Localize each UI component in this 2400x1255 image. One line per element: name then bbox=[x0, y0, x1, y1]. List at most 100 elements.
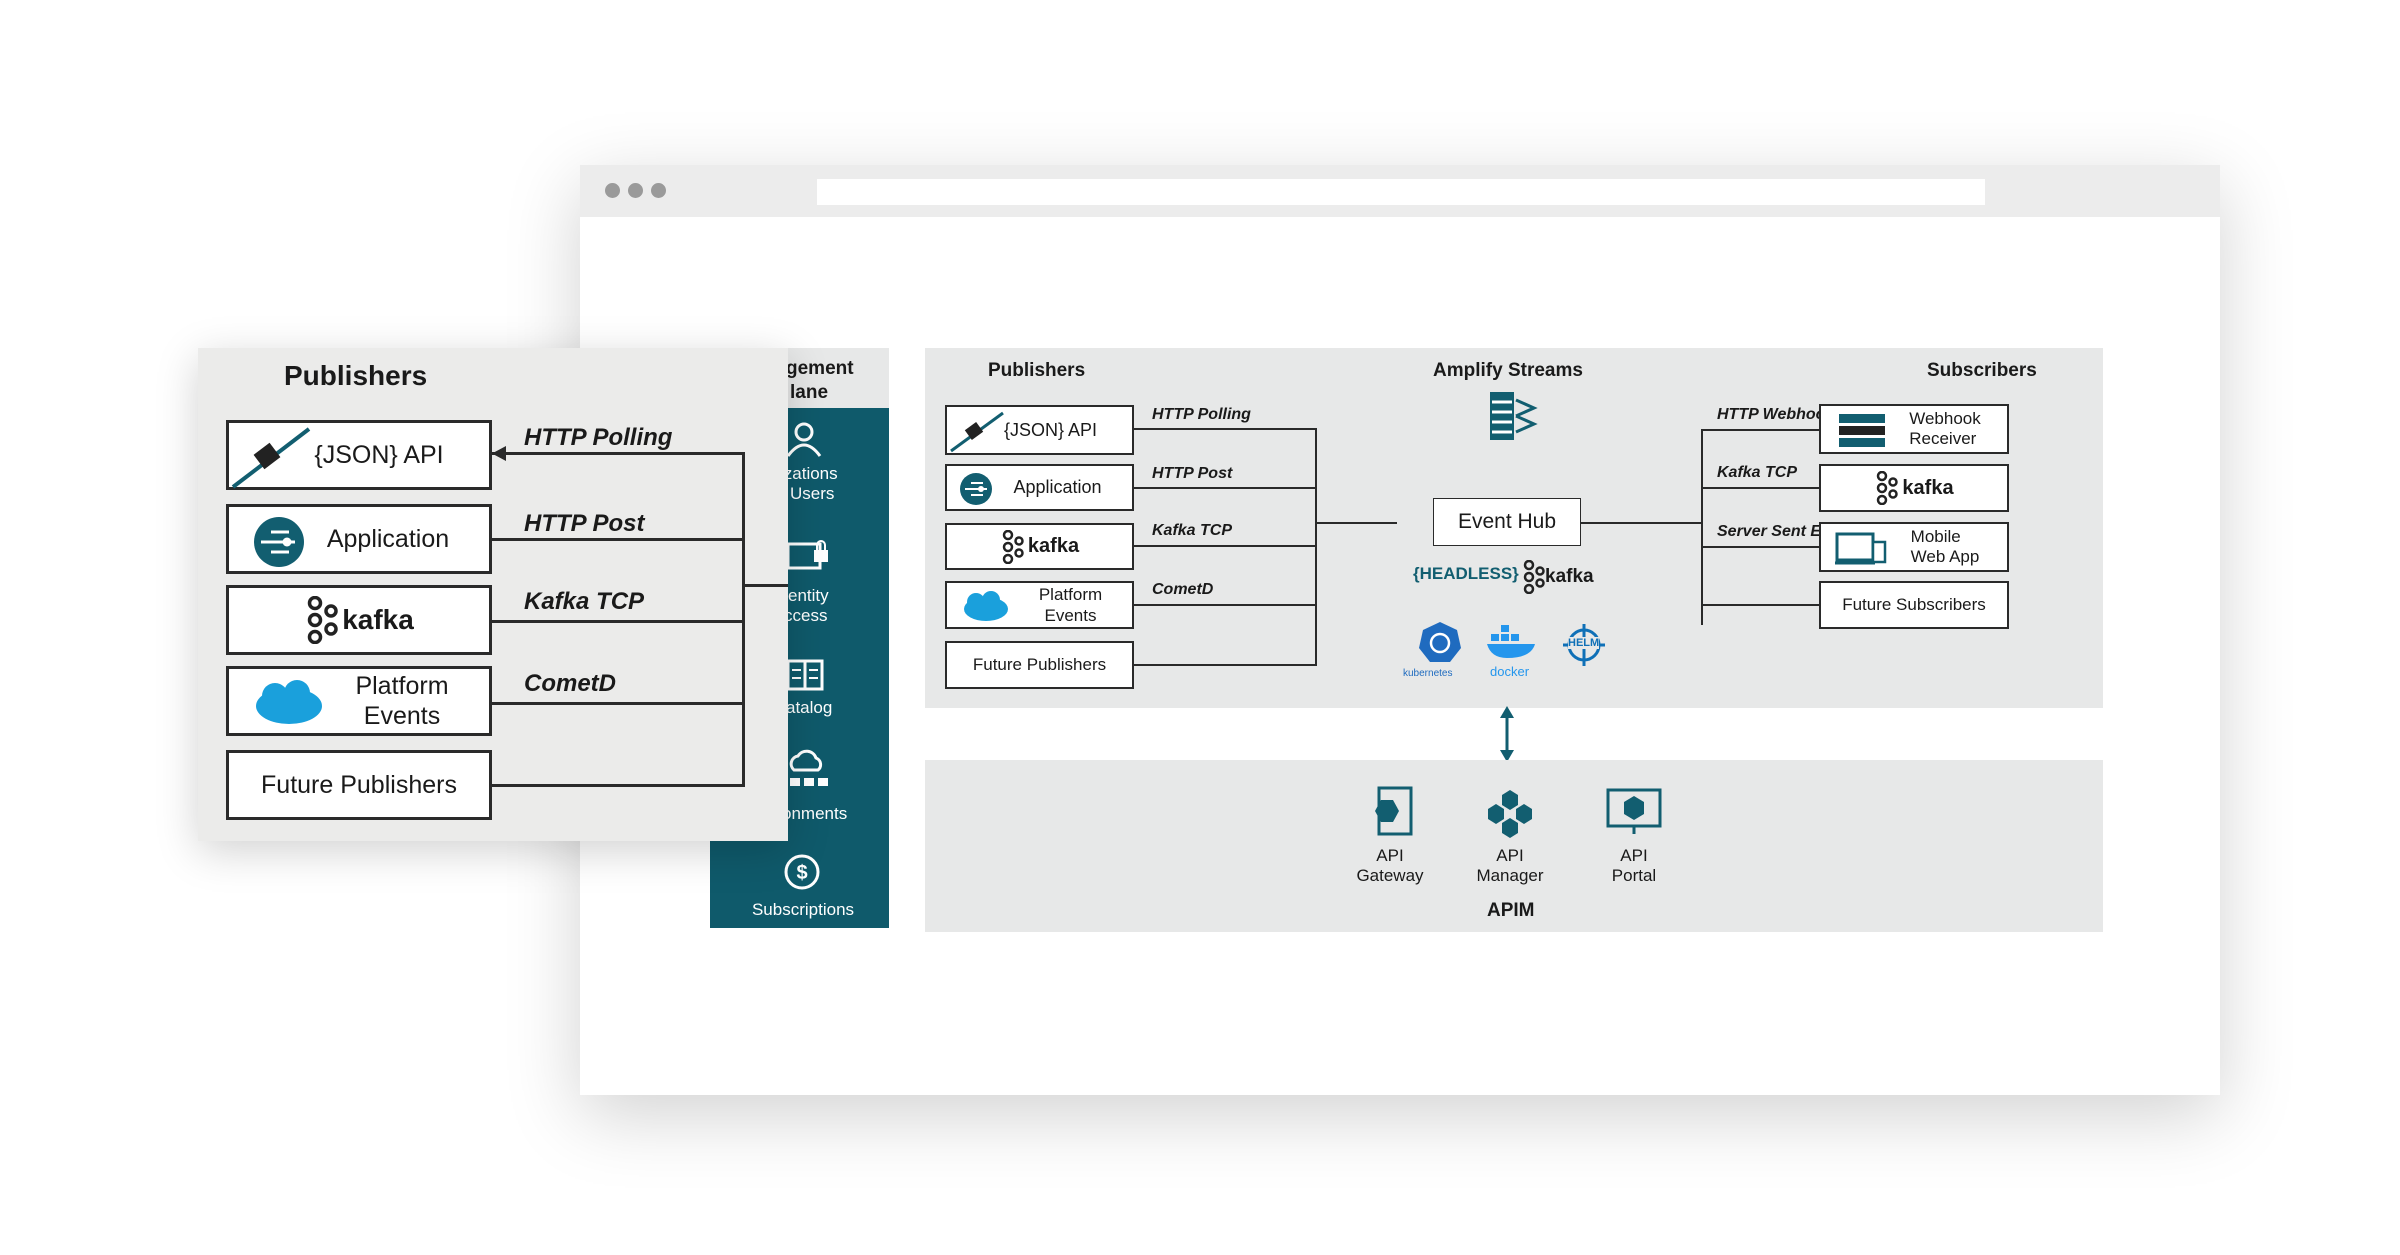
zoom-publisher-application[interactable]: Application bbox=[226, 504, 492, 574]
publisher-application[interactable]: Application bbox=[945, 464, 1134, 511]
window-control-dot[interactable] bbox=[605, 183, 620, 198]
publisher-label: kafka bbox=[342, 604, 414, 635]
zoom-publisher-json-api[interactable]: {JSON} API bbox=[226, 420, 492, 490]
publisher-label: Platform bbox=[1038, 585, 1103, 604]
publisher-label: Platform bbox=[355, 672, 449, 700]
event-hub-label: Event Hub bbox=[1457, 510, 1557, 533]
connector-line bbox=[1701, 604, 1819, 606]
connector-to-hub bbox=[742, 584, 788, 587]
publisher-label: Events bbox=[1044, 606, 1097, 625]
application-icon bbox=[254, 517, 304, 567]
connector-line bbox=[1134, 604, 1317, 606]
publisher-json-api[interactable]: {JSON} API bbox=[945, 405, 1134, 455]
docker-label: docker bbox=[1490, 664, 1530, 679]
protocol-label: Kafka TCP bbox=[524, 588, 645, 615]
subscriber-future[interactable]: Future Subscribers bbox=[1819, 581, 2009, 629]
users-icon bbox=[786, 422, 822, 457]
devices-icon bbox=[1835, 532, 1887, 565]
connector-bus bbox=[1701, 429, 1703, 625]
connector-line bbox=[1134, 545, 1317, 547]
connector-bus bbox=[1315, 428, 1317, 666]
connector-to-hub bbox=[1315, 522, 1397, 524]
window-control-dot[interactable] bbox=[651, 183, 666, 198]
protocol-label: Kafka TCP bbox=[1717, 464, 1798, 481]
api-manager-icon bbox=[1488, 790, 1532, 838]
publisher-future[interactable]: Future Publishers bbox=[945, 641, 1134, 689]
connector-line bbox=[1701, 487, 1819, 489]
zoom-publishers-heading: Publishers bbox=[284, 360, 428, 391]
kafka-label: kafka bbox=[1545, 566, 1594, 587]
sidebar-item-access[interactable]: ccess bbox=[784, 606, 828, 625]
management-plane-title-1: gement bbox=[786, 358, 854, 379]
publishers-heading: Publishers bbox=[988, 360, 1086, 381]
apim-item-gateway[interactable]: API Gateway bbox=[1345, 846, 1435, 886]
zoom-publisher-platform-events[interactable]: Platform Events bbox=[226, 666, 492, 736]
protocol-label: HTTP Post bbox=[1152, 465, 1233, 482]
apim-panel: API Gateway API Manager API Portal APIM bbox=[925, 760, 2103, 932]
protocol-label: Kafka TCP bbox=[1152, 522, 1233, 539]
apim-heading: APIM bbox=[1487, 900, 1535, 921]
cloud-network-icon bbox=[789, 749, 828, 786]
zoom-publisher-future[interactable]: Future Publishers bbox=[226, 750, 492, 820]
connector-line bbox=[1134, 664, 1317, 666]
sidebar-item-identity[interactable]: entity bbox=[788, 586, 829, 605]
docker-icon bbox=[1487, 625, 1535, 658]
salesforce-cloud-icon bbox=[256, 680, 322, 724]
headless-label: {HEADLESS} bbox=[1413, 564, 1519, 583]
zoom-publisher-kafka[interactable]: kafka bbox=[226, 585, 492, 655]
protocol-label: HTTP Webhook bbox=[1717, 406, 1835, 423]
subscriber-label: Future Subscribers bbox=[1842, 595, 1986, 614]
publisher-label: Application bbox=[326, 524, 450, 553]
publisher-kafka[interactable]: kafka bbox=[945, 523, 1134, 570]
subscriber-kafka[interactable]: kafka bbox=[1819, 464, 2009, 512]
event-hub[interactable]: Event Hub bbox=[1433, 498, 1581, 546]
connector-line bbox=[492, 784, 744, 787]
helm-label: HELM bbox=[1568, 637, 1600, 649]
protocol-label: HTTP Polling bbox=[1152, 406, 1251, 423]
connector-line bbox=[1134, 487, 1317, 489]
kubernetes-icon bbox=[1419, 622, 1461, 662]
connector-from-hub bbox=[1581, 522, 1701, 524]
amplify-streams-heading: Amplify Streams bbox=[1433, 360, 1583, 381]
subscriber-label: Web App bbox=[1910, 547, 1980, 566]
apim-item-label: API bbox=[1496, 846, 1524, 865]
subscriber-label: Receiver bbox=[1909, 429, 1977, 448]
plug-icon bbox=[231, 427, 311, 489]
amplify-streams-panel: Publishers Amplify Streams Subscribers {… bbox=[925, 348, 2103, 708]
application-icon bbox=[960, 473, 992, 505]
sidebar-item-subscriptions[interactable]: Subscriptions bbox=[751, 900, 855, 919]
management-plane-title-2: lane bbox=[790, 382, 829, 403]
subscriber-label: Webhook bbox=[1909, 409, 1981, 428]
publisher-label: {JSON} API bbox=[1003, 419, 1098, 440]
server-icon bbox=[1839, 414, 1885, 447]
apim-item-portal[interactable]: API Portal bbox=[1589, 846, 1679, 886]
streams-icon bbox=[1490, 392, 1538, 440]
connector-line bbox=[1701, 429, 1819, 431]
apim-item-manager[interactable]: API Manager bbox=[1465, 846, 1555, 886]
kafka-icon bbox=[307, 596, 338, 644]
apim-item-label: Manager bbox=[1476, 866, 1544, 885]
sidebar-item-organizations[interactable]: izations bbox=[780, 464, 838, 483]
publisher-label: Application bbox=[1013, 477, 1102, 497]
protocol-label: CometD bbox=[1152, 581, 1214, 598]
apim-item-label: API bbox=[1620, 846, 1648, 865]
sidebar-item-catalog[interactable]: atalog bbox=[786, 698, 833, 717]
connector-line bbox=[492, 620, 744, 623]
sidebar-item-users[interactable]: Users bbox=[790, 484, 835, 503]
subscriber-label: Mobile bbox=[1910, 527, 1961, 546]
protocol-label: HTTP Polling bbox=[524, 424, 673, 451]
subscriber-webhook-receiver[interactable]: Webhook Receiver bbox=[1819, 404, 2009, 454]
window-control-dot[interactable] bbox=[628, 183, 643, 198]
publisher-label: Events bbox=[363, 702, 441, 730]
catalog-icon bbox=[786, 659, 824, 691]
connector-line bbox=[492, 538, 744, 541]
sidebar-item-environments[interactable]: onments bbox=[782, 804, 848, 823]
connector-line bbox=[492, 452, 744, 455]
publisher-label: kafka bbox=[1027, 535, 1080, 557]
publisher-platform-events[interactable]: Platform Events bbox=[945, 581, 1134, 629]
salesforce-cloud-icon bbox=[964, 591, 1008, 621]
api-portal-icon bbox=[1606, 788, 1662, 834]
bidirectional-arrow-icon bbox=[1500, 706, 1514, 762]
address-bar[interactable] bbox=[817, 179, 1985, 205]
subscriber-mobile-web-app[interactable]: Mobile Web App bbox=[1819, 522, 2009, 572]
